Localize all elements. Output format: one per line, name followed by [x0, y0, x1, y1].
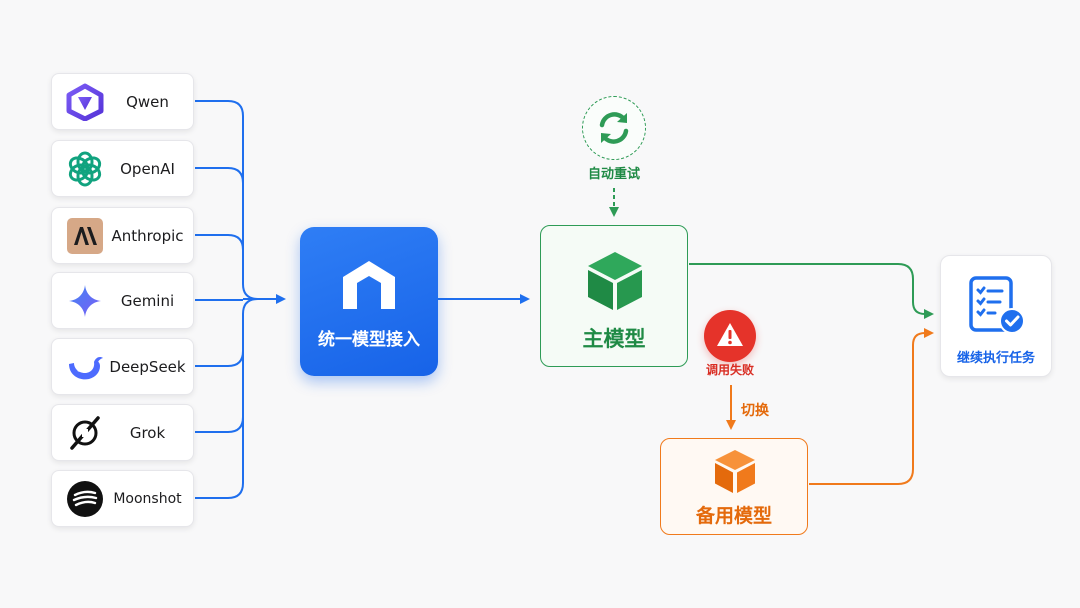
- cube-icon: [588, 252, 642, 310]
- refresh-icon: [599, 112, 629, 144]
- wire-qwen: [195, 100, 259, 300]
- gateway-arch-icon: [343, 261, 395, 309]
- gemini-logo-icon: [64, 280, 106, 322]
- deepseek-logo-icon: [64, 346, 106, 388]
- switch-label: 切换: [741, 403, 769, 419]
- moonshot-logo-icon: [64, 478, 106, 520]
- arrow-backup-to-result: [809, 328, 934, 485]
- qwen-logo-icon: [64, 81, 106, 123]
- backup-model-node: 备用模型: [660, 438, 808, 535]
- backup-model-label: 备用模型: [695, 505, 772, 527]
- openai-logo-icon: [64, 148, 106, 190]
- continue-task-node: 继续执行任务: [940, 255, 1052, 377]
- cube-icon: [715, 450, 755, 493]
- provider-card-openai: OpenAI: [51, 140, 194, 197]
- arrow-primary-to-result: [689, 263, 934, 319]
- provider-card-qwen: Qwen: [51, 73, 194, 130]
- wire-moonshot: [195, 298, 259, 499]
- retry-badge: [582, 96, 646, 160]
- continue-task-label: 继续执行任务: [956, 351, 1035, 366]
- provider-card-moonshot: Moonshot: [51, 470, 194, 527]
- provider-card-anthropic: Anthropic: [51, 207, 194, 264]
- retry-label: 自动重试: [587, 167, 640, 182]
- provider-name: Grok: [129, 423, 166, 442]
- warning-icon: [717, 323, 743, 346]
- wire-openai: [195, 167, 244, 184]
- wire-deepseek: [195, 350, 244, 367]
- grok-logo-icon: [64, 412, 106, 454]
- wire-anthropic: [195, 234, 244, 251]
- provider-card-deepseek: DeepSeek: [51, 338, 194, 395]
- anthropic-logo-icon: [64, 215, 106, 257]
- provider-name: Anthropic: [111, 226, 184, 245]
- wire-grok: [195, 416, 244, 433]
- primary-model-node: 主模型: [540, 225, 688, 367]
- provider-name: Gemini: [120, 291, 175, 310]
- failure-label: 调用失败: [705, 363, 754, 377]
- provider-card-gemini: Gemini: [51, 272, 194, 329]
- provider-card-grok: Grok: [51, 404, 194, 461]
- failure-badge: [704, 310, 756, 362]
- provider-name: DeepSeek: [109, 357, 186, 376]
- primary-model-label: 主模型: [582, 327, 646, 351]
- provider-name: Qwen: [126, 92, 169, 111]
- unified-access-node: 统一模型接入: [300, 227, 438, 376]
- checklist-icon: [969, 276, 1025, 334]
- provider-name: Moonshot: [113, 490, 182, 507]
- unified-access-label: 统一模型接入: [318, 330, 420, 350]
- provider-name: OpenAI: [120, 159, 175, 178]
